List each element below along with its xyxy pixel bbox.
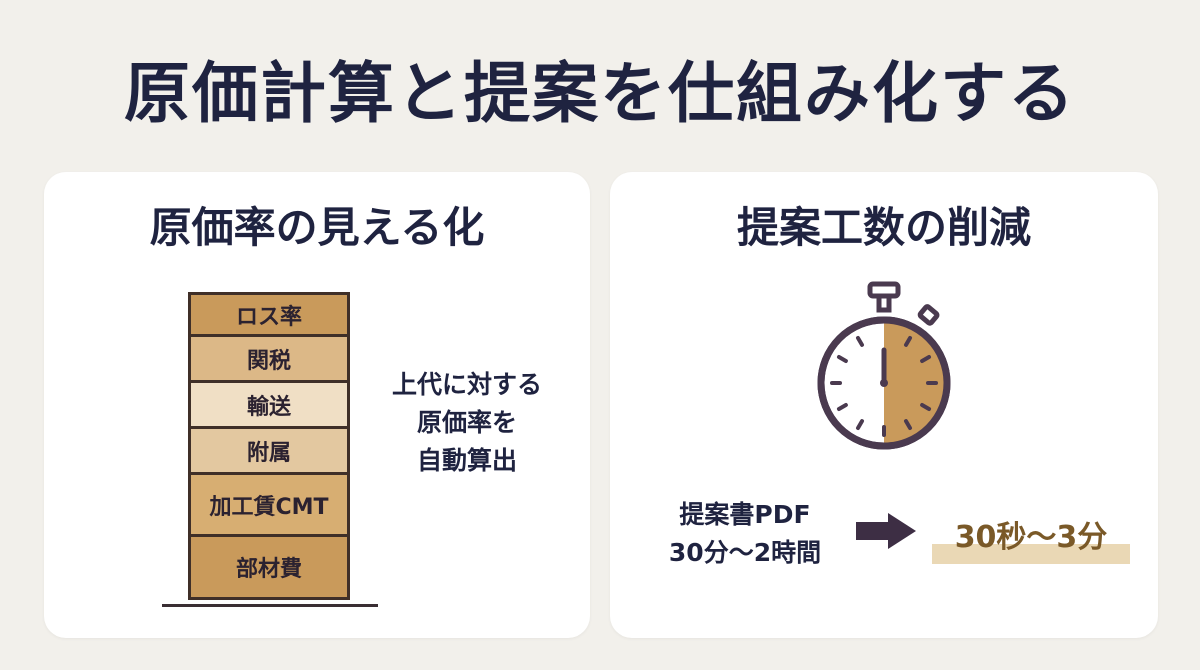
stack-block: 附属	[188, 426, 350, 472]
before-duration-line: 30分〜2時間	[668, 538, 822, 567]
stack-block: ロス率	[188, 292, 350, 334]
stopwatch-tick	[836, 355, 848, 363]
stopwatch-tick	[856, 419, 864, 431]
stopwatch-hub	[880, 379, 888, 387]
proposal-effort-panel: 提案工数の削減 提案書PDF 30分〜2時間 30秒〜3分	[610, 172, 1158, 638]
stack-block: 輸送	[188, 380, 350, 426]
cost-rate-description: 上代に対する 原価率を 自動算出	[362, 366, 572, 480]
stopwatch-rim	[817, 316, 951, 450]
stopwatch-tick	[836, 403, 848, 411]
proposal-effort-title: 提案工数の削減	[736, 203, 1031, 252]
stack-block: 関税	[188, 334, 350, 380]
before-duration-line: 提案書PDF	[679, 500, 811, 529]
main-title: 原価計算と提案を仕組み化する	[124, 55, 1076, 132]
stack-block: 部材費	[188, 534, 350, 600]
cost-rate-description-line: 原価率を	[416, 408, 517, 437]
stopwatch-elapsed-fill	[884, 323, 944, 443]
before-duration: 提案書PDF 30分〜2時間	[640, 496, 850, 572]
stopwatch-icon	[817, 281, 951, 450]
cost-rate-description-line: 上代に対する	[391, 370, 542, 399]
stopwatch-ticks	[830, 335, 938, 437]
stopwatch-tick	[904, 419, 912, 431]
stack-ground-line	[162, 604, 378, 607]
arrow-right-icon	[856, 513, 916, 549]
after-duration-highlight	[932, 544, 1130, 564]
stack-block: 加工賃CMT	[188, 472, 350, 534]
stopwatch-stem	[876, 293, 892, 313]
stopwatch-tick	[856, 335, 864, 347]
stopwatch-tick	[920, 403, 932, 411]
stopwatch-tick	[904, 335, 912, 347]
cost-visibility-title: 原価率の見える化	[149, 203, 485, 252]
after-duration-text: 30秒〜3分	[954, 520, 1108, 555]
stopwatch-side-button	[917, 304, 940, 326]
after-duration: 30秒〜3分	[928, 512, 1134, 568]
cost-rate-description-line: 自動算出	[416, 446, 517, 475]
stopwatch-tick	[920, 355, 932, 363]
